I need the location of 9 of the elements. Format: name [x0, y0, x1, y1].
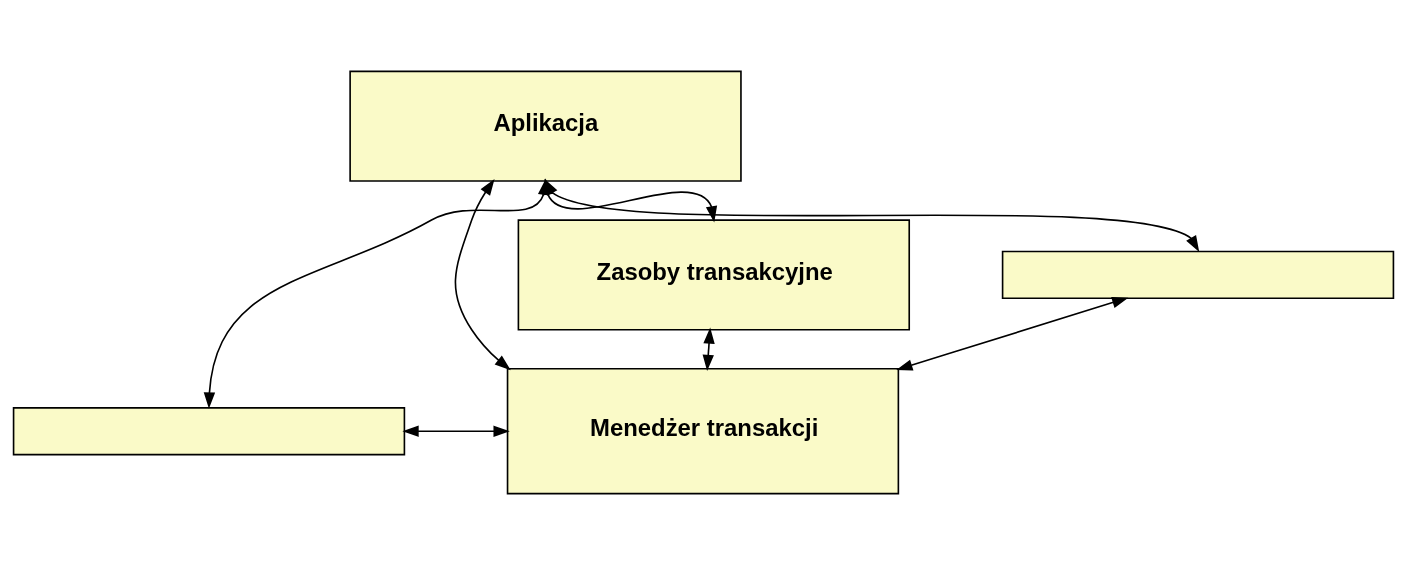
arrow: [402, 425, 510, 437]
node-box: [1001, 250, 1395, 299]
node-box: Zasoby transakcyjne: [517, 218, 911, 331]
arrow: [454, 178, 511, 370]
arrow: [702, 326, 715, 371]
node-box: [12, 406, 406, 455]
arrow: [896, 296, 1129, 371]
node-box: Menedżer transakcji: [506, 367, 900, 494]
node-box: Aplikacja: [349, 70, 742, 182]
